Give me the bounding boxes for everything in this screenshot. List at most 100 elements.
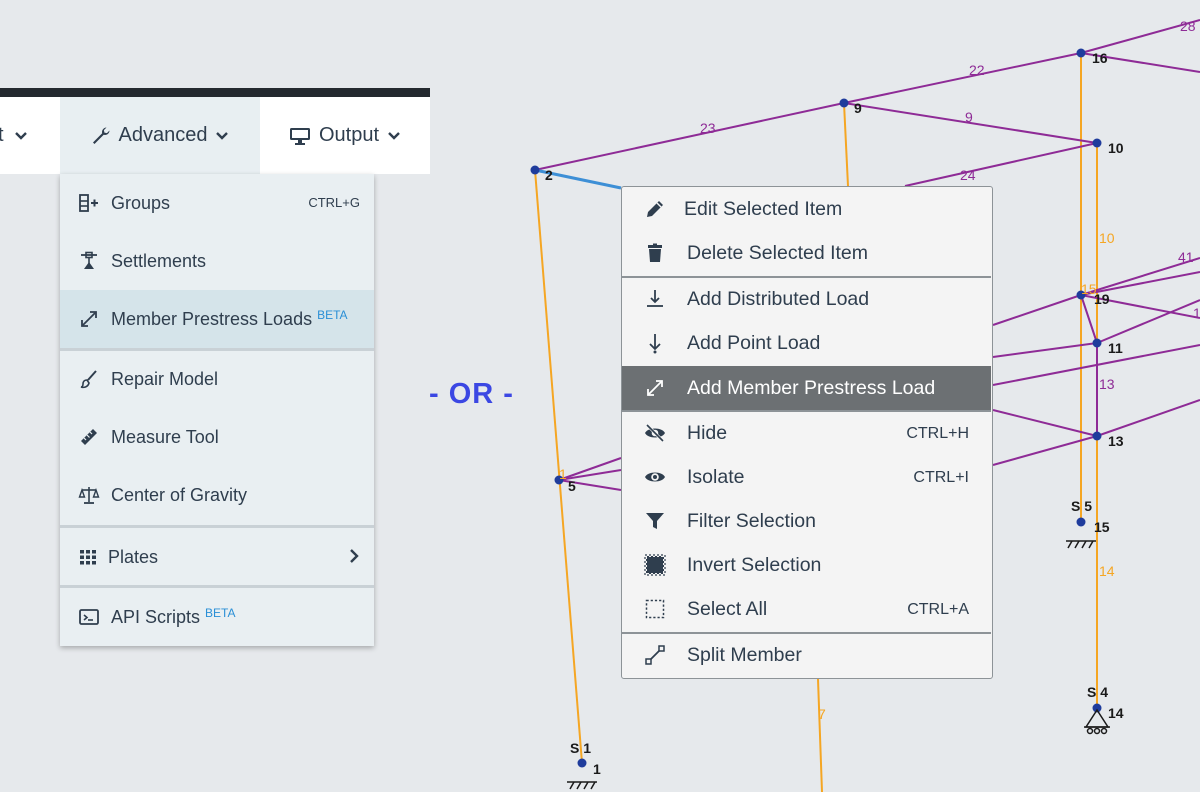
context-item-hide[interactable]: Hide CTRL+H (622, 411, 991, 455)
node[interactable] (1092, 138, 1102, 148)
context-item-label: Hide (687, 421, 728, 444)
brush-icon (78, 368, 100, 390)
context-item-add-member-prestress-load[interactable]: Add Member Prestress Load (622, 366, 991, 410)
menu-item-settlements[interactable]: Settlements (60, 233, 374, 289)
context-item-isolate[interactable]: Isolate CTRL+I (622, 455, 991, 499)
context-item-label: Add Point Load (687, 331, 821, 354)
menu-item-groups[interactable]: Groups CTRL+G (60, 175, 374, 231)
beam-member[interactable] (1096, 399, 1200, 437)
column-member[interactable] (817, 678, 823, 792)
node-label: 11 (1108, 340, 1123, 356)
menu-item-label: Repair Model (111, 368, 219, 389)
menu-item-center-of-gravity[interactable]: Center of Gravity (60, 467, 374, 523)
node[interactable] (1092, 431, 1102, 441)
node-label: 15 (1094, 519, 1110, 535)
context-item-label: Add Distributed Load (687, 287, 870, 310)
select-all-icon (644, 598, 666, 620)
beam-member[interactable] (992, 342, 1098, 358)
ruler-icon (78, 426, 100, 448)
node[interactable] (839, 98, 849, 108)
menu-item-label: Plates (108, 546, 159, 567)
beam-member[interactable] (534, 102, 845, 171)
beam-member[interactable] (558, 479, 622, 491)
beam-member[interactable] (1080, 257, 1200, 296)
beam-member[interactable] (992, 435, 1098, 466)
beam-member[interactable] (843, 102, 1098, 144)
beam-member[interactable] (904, 142, 1098, 187)
context-item-label: Delete Selected Item (687, 241, 869, 264)
beam-member[interactable] (1080, 294, 1200, 319)
menu-bar-top-border (0, 88, 430, 97)
support-label: S 4 (1087, 684, 1108, 700)
terminal-icon (78, 606, 100, 628)
node[interactable] (1076, 290, 1086, 300)
tab-advanced[interactable]: Advanced (60, 97, 260, 174)
column-member[interactable] (843, 102, 849, 187)
beam-member[interactable] (1080, 52, 1200, 73)
beam-member[interactable] (1080, 294, 1098, 344)
selected-member[interactable] (534, 168, 622, 190)
menu-bar: t Advanced Output (0, 88, 430, 174)
context-item-split-member[interactable]: Split Member (622, 633, 991, 677)
shortcut-label: CTRL+I (913, 469, 969, 486)
node[interactable] (1076, 48, 1086, 58)
node[interactable] (1092, 703, 1102, 713)
member-label: 28 (1180, 18, 1196, 34)
fixed-support-icon (1066, 540, 1096, 549)
menu-item-label: Measure Tool (111, 426, 219, 447)
menu-item-plates[interactable]: Plates (60, 529, 374, 585)
menu-divider (622, 410, 991, 412)
context-item-invert-selection[interactable]: Invert Selection (622, 543, 991, 587)
beam-member[interactable] (843, 52, 1082, 104)
beam-member[interactable] (992, 409, 1098, 437)
node-label: 2 (545, 167, 553, 183)
menu-item-api-scripts[interactable]: API Scripts BETA (60, 589, 374, 645)
beam-member[interactable] (558, 469, 622, 481)
eye-slash-icon (644, 422, 666, 444)
grid-icon (78, 546, 100, 568)
monitor-icon (289, 127, 310, 145)
context-item-edit-selected-item[interactable]: Edit Selected Item (622, 187, 991, 231)
menu-item-label: Groups (111, 192, 171, 213)
tab-output[interactable]: Output (260, 97, 430, 174)
beam-member[interactable] (992, 294, 1082, 326)
context-item-filter-selection[interactable]: Filter Selection (622, 499, 991, 543)
beam-member[interactable] (1080, 19, 1200, 54)
pencil-icon (644, 198, 666, 220)
tab-partial[interactable]: t (0, 97, 60, 174)
context-item-add-distributed-load[interactable]: Add Distributed Load (622, 277, 991, 321)
beam-member[interactable] (1080, 271, 1200, 296)
eye-icon (644, 466, 666, 488)
context-item-label: Edit Selected Item (684, 197, 843, 220)
chevron-down-icon (216, 131, 229, 140)
member-label: 23 (700, 120, 716, 136)
chevron-down-icon (388, 131, 400, 140)
menu-divider (622, 632, 991, 634)
menu-item-repair-model[interactable]: Repair Model (60, 351, 374, 407)
context-item-delete-selected-item[interactable]: Delete Selected Item (622, 231, 991, 275)
node-label: 13 (1108, 433, 1124, 449)
member-label: 1 (559, 466, 567, 482)
shortcut-label: CTRL+G (308, 195, 360, 210)
context-item-add-point-load[interactable]: Add Point Load (622, 321, 991, 365)
beam-member[interactable] (558, 457, 622, 481)
menu-item-member-prestress-loads[interactable]: Member Prestress Loads BETA (60, 290, 374, 348)
node[interactable] (1092, 338, 1102, 348)
context-item-select-all[interactable]: Select All CTRL+A (622, 587, 991, 631)
menu-item-measure-tool[interactable]: Measure Tool (60, 409, 374, 465)
menu-item-label: Settlements (111, 250, 207, 271)
column-member[interactable] (534, 169, 583, 764)
node[interactable] (577, 758, 587, 768)
support-label: S 1 (570, 740, 591, 756)
node[interactable] (1076, 517, 1086, 527)
settlement-icon (78, 250, 100, 272)
node-label: 10 (1108, 140, 1124, 156)
split-member-icon (644, 644, 666, 666)
node[interactable] (554, 475, 564, 485)
member-label: 13 (1099, 376, 1115, 392)
shortcut-label: CTRL+H (906, 425, 969, 442)
member-label: 24 (960, 167, 976, 183)
beam-member[interactable] (1096, 299, 1200, 344)
node[interactable] (530, 165, 540, 175)
